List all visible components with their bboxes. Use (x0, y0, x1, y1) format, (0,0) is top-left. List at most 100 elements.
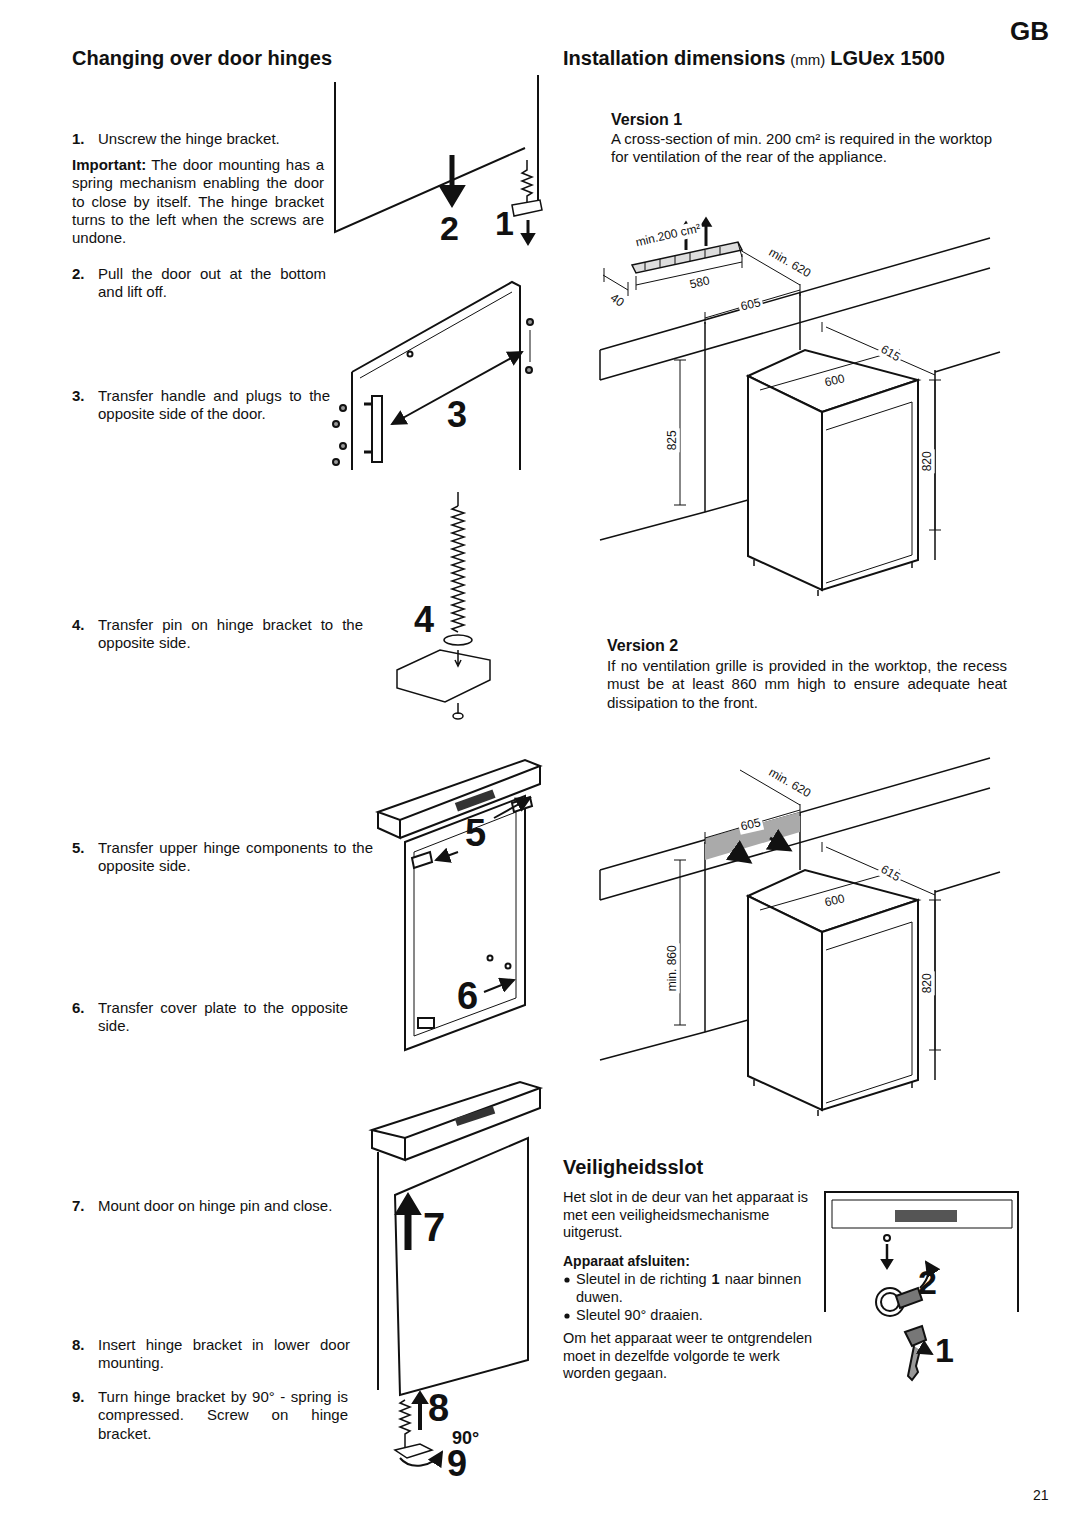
step-text: Mount door on hinge pin and close. (98, 1197, 358, 1215)
step-text: Transfer handle and plugs to the opposit… (98, 387, 330, 424)
step-number-text: 1. (72, 130, 85, 147)
installation-figure-version-1-part (600, 322, 748, 540)
callout-number: 1 (495, 203, 514, 244)
door-figure-part (340, 405, 346, 411)
cabinet-figure-lower-part (418, 1400, 422, 1430)
installation-figure-version-2 (600, 758, 1000, 1116)
lock-figure-part (908, 1346, 920, 1380)
cabinet-figure-lower-part (377, 1152, 379, 1390)
subheading-text: Version 1 (611, 111, 682, 128)
callout-number: 4 (414, 598, 434, 642)
door-figure-part (364, 404, 372, 452)
dimension-label-text: 820 (920, 973, 934, 993)
installation-figure-version-2-part (935, 872, 1000, 892)
step-number-text: 2. (72, 265, 85, 282)
step-text-text: Transfer cover plate to the opposite sid… (98, 999, 348, 1034)
step-text-text: Pull the door out at the bottom and lift… (98, 265, 326, 300)
callout-number-text: 8 (428, 1387, 449, 1429)
step-number: 4. (72, 616, 85, 634)
hinge-pin-figure-part (397, 650, 490, 702)
subheading: Version 2 (607, 636, 678, 656)
description: Het slot in de deur van het apparaat is … (563, 1189, 818, 1242)
lock-figure-part (825, 1192, 1018, 1312)
callout-number-text: 1 (495, 204, 514, 242)
section-heading: Veiligheidsslot (563, 1155, 703, 1179)
door-figure-part (408, 352, 413, 357)
dimension-label-text: min. 620 (766, 765, 813, 800)
description-text: A cross-section of min. 200 cm² is requi… (611, 130, 992, 165)
lock-figure (825, 1192, 1018, 1380)
step-text-text: Transfer handle and plugs to the opposit… (98, 387, 330, 422)
callout-number: 6 (457, 973, 478, 1019)
description: If no ventilation grille is provided in … (607, 657, 1007, 712)
installation-figure-version-2-part (600, 842, 748, 1060)
step-number-text: 8. (72, 1336, 85, 1353)
bullet-item: Sleutel in de richting1naar binnen duwen… (576, 1271, 816, 1306)
callout-number: 5 (465, 810, 486, 856)
dimension-label: 615 (876, 341, 904, 366)
step-number-text: 9. (72, 1388, 85, 1405)
dimension-label-text: min. 620 (766, 245, 813, 280)
section-heading-text: (mm) (790, 51, 825, 68)
step-text: Transfer upper hinge components to the o… (98, 839, 373, 876)
step-text-text: Turn hinge bracket by 90° - spring is co… (98, 1388, 348, 1442)
door-figure-part (352, 282, 520, 470)
installation-figure-version-2-part (705, 804, 800, 844)
description-text: Het slot in de deur van het apparaat is … (563, 1189, 808, 1240)
dimension-label-text: 605 (739, 295, 762, 313)
callout-number-text: 3 (447, 394, 467, 435)
cabinet-figure-lower-part (395, 1444, 432, 1458)
page-language-code: GB (1010, 16, 1049, 48)
callout-number-text: 2 (918, 1263, 937, 1301)
lock-figure-part (905, 1326, 926, 1346)
section-heading-text: Veiligheidsslot (563, 1156, 703, 1178)
dimension-label: 825 (665, 428, 680, 452)
cabinet-figure-lower-part (455, 1106, 496, 1126)
cabinet-figure-lower-part (413, 1392, 427, 1403)
important-note: Important:The door mounting has a spring… (72, 156, 324, 247)
dimension-label: min. 620 (764, 244, 815, 282)
callout-number: 8 (428, 1385, 449, 1431)
cabinet-figure-lower (372, 1082, 540, 1466)
step-text-text: Transfer pin on hinge bracket to the opp… (98, 616, 363, 651)
bullet-marker (564, 1277, 569, 1282)
callout-number: 2 (918, 1262, 937, 1303)
section-heading: Changing over door hinges (72, 46, 332, 70)
callout-number-text: 6 (457, 975, 478, 1017)
step-text: Pull the door out at the bottom and lift… (98, 265, 326, 302)
callout-number-text: 2 (440, 209, 459, 247)
callout-number: 7 (423, 1203, 445, 1252)
subheading: Version 1 (611, 110, 682, 130)
step-number: 8. (72, 1336, 85, 1354)
step-number: 9. (72, 1388, 85, 1406)
installation-figure-version-1-part (822, 380, 918, 590)
callout-number-text: 7 (423, 1205, 445, 1249)
installation-figure-version-1-part (754, 560, 912, 596)
page-number-text: 21 (1033, 1487, 1049, 1503)
installation-figure-version-2-part (770, 838, 790, 850)
step-text-text: Insert hinge bracket in lower door mount… (98, 1336, 350, 1371)
lock-figure-part (884, 1235, 890, 1241)
cabinet-figure-upper-part (378, 760, 540, 820)
door-figure-part (527, 319, 533, 325)
installation-figure-version-2-part (748, 896, 822, 1110)
subheading-text: Apparaat afsluiten: (563, 1253, 690, 1269)
cabinet-figure-upper-part (418, 1018, 434, 1028)
hinge-pin-figure-part (457, 492, 459, 506)
step-number: 2. (72, 265, 85, 283)
dimension-label-text: 615 (878, 862, 902, 884)
step-text: Insert hinge bracket in lower door mount… (98, 1336, 350, 1373)
callout-number: 9 (447, 1442, 467, 1486)
callout-number: 3 (447, 393, 467, 437)
step-number-text: 7. (72, 1197, 85, 1214)
step-number: 5. (72, 839, 85, 857)
step-number: 1. (72, 130, 85, 148)
callout-number: 2 (440, 208, 459, 249)
description-text: Om het apparaat weer te ontgrendelen moe… (563, 1330, 812, 1381)
cabinet-figure-upper (378, 760, 540, 1050)
step-text: Unscrew the hinge bracket. (98, 130, 338, 148)
subheading: Apparaat afsluiten: (563, 1253, 690, 1270)
page-number: 21 (1033, 1487, 1049, 1504)
bullet-item-text: 1 (712, 1271, 720, 1287)
step-number-text: 6. (72, 999, 85, 1016)
